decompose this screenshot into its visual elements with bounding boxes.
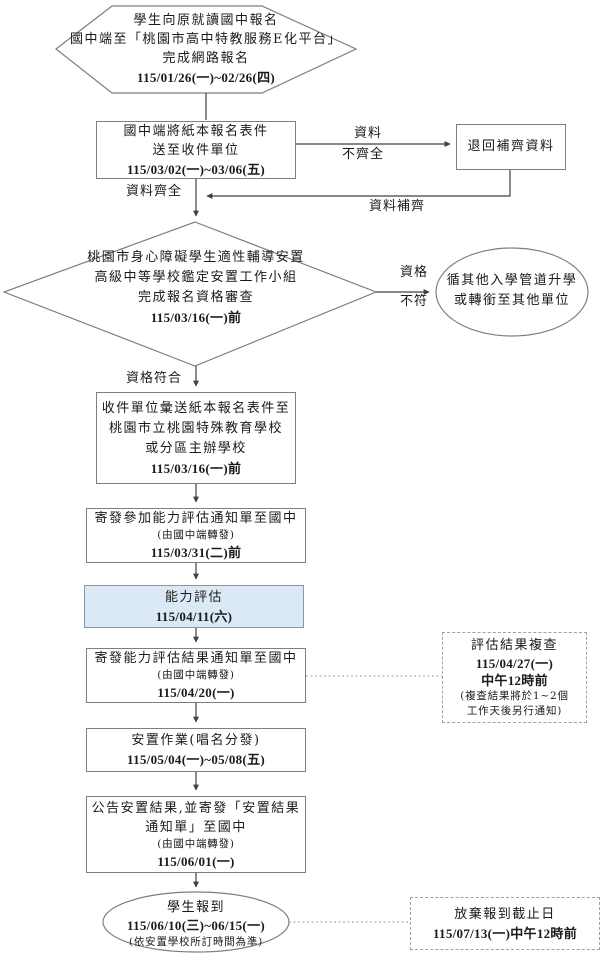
node-text: 通知單」至國中 (145, 819, 247, 835)
node-text: 寄發參加能力評估通知單至國中 (94, 511, 298, 526)
flow-node-announce: 公告安置結果,並寄發「安置結果 通知單」至國中 (由國中端轉發) 115/06/… (86, 796, 306, 873)
node-text: 評估結果複查 (470, 637, 558, 653)
node-text: 安置作業(唱名分發) (131, 733, 261, 748)
edge-label-data-fixed: 資料補齊 (368, 199, 425, 214)
edge-label-not-qualified-2: 不符 (399, 294, 428, 309)
node-date: 115/04/11(六) (155, 608, 233, 624)
edge-label-qualified: 資格符合 (125, 371, 182, 386)
node-note: 工作天後另行通知) (466, 704, 563, 717)
hexagon-register-shape (55, 5, 358, 94)
node-text: 完成報名資格審查 (137, 290, 254, 305)
flow-node-recheck: 評估結果複查 115/04/27(一) 中午12時前 (複查結果將於1~2個 工… (442, 632, 587, 723)
node-text: 國中端至「桃園市高中特教服務E化平台」 (70, 32, 342, 47)
node-text: 送至收件單位 (152, 142, 240, 158)
node-date: 115/01/26(一)~02/26(四) (137, 70, 275, 85)
flow-node-placement: 安置作業(唱名分發) 115/05/04(一)~05/08(五) (86, 728, 306, 772)
flow-node-eval-notice: 寄發參加能力評估通知單至國中 (由國中端轉發) 115/03/31(二)前 (86, 508, 306, 563)
edge-label-data-incomplete-1: 資料 (353, 126, 382, 141)
node-note: (複查結果將於1~2個 (460, 689, 569, 702)
flow-node-review: 桃園市身心障礙學生適性輔導安置 高級中等學校鑑定安置工作小組 完成報名資格審查 … (21, 248, 371, 327)
node-note: (由國中端轉發) (157, 529, 235, 541)
node-text: 國中端將紙本報名表件 (123, 123, 269, 139)
flow-node-ability-eval: 能力評估 115/04/11(六) (84, 585, 304, 628)
node-text: 放棄報到截止日 (454, 906, 556, 922)
flow-node-register: 學生向原就讀國中報名 國中端至「桃園市高中特教服務E化平台」 完成網路報名 11… (56, 11, 356, 87)
node-date: 115/05/04(一)~05/08(五) (127, 752, 265, 767)
flow-node-giveup: 放棄報到截止日 115/07/13(一)中午12時前 (410, 897, 600, 950)
node-text: 學生報到 (166, 900, 225, 915)
edge-label-data-incomplete-2: 不齊全 (341, 147, 384, 162)
flow-node-return-docs: 退回補齊資料 (456, 124, 566, 170)
node-text: 或轉銜至其他單位 (453, 293, 570, 308)
node-text: 桃園市身心障礙學生適性輔導安置 (87, 250, 305, 265)
node-date: 115/04/20(一) (157, 685, 235, 700)
node-text: 退回補齊資料 (467, 139, 555, 154)
node-text: 循其他入學管道升學 (446, 273, 578, 288)
flow-node-submit-paper: 國中端將紙本報名表件 送至收件單位 115/03/02(一)~03/06(五) (96, 121, 296, 179)
node-text: 完成網路報名 (162, 51, 250, 66)
node-text: 能力評估 (164, 589, 223, 605)
node-note: (由國中端轉發) (157, 837, 235, 850)
edge-label-not-qualified-1: 資格 (399, 265, 428, 280)
node-text: 高級中等學校鑑定安置工作小組 (94, 270, 298, 285)
node-note: (由國中端轉發) (157, 669, 235, 681)
node-date: 115/06/10(三)~06/15(一) (127, 918, 265, 933)
node-note: (依安置學校所訂時間為準) (128, 936, 264, 948)
diamond-review-shape (2, 221, 378, 367)
flow-node-eval-result: 寄發能力評估結果通知單至國中 (由國中端轉發) 115/04/20(一) (86, 648, 306, 703)
ellipse-other-path-shape (435, 247, 589, 337)
node-text: 收件單位彙送紙本報名表件至 (101, 400, 291, 416)
node-date: 115/04/27(一) (475, 655, 554, 671)
node-date: 115/03/02(一)~03/06(五) (127, 161, 265, 177)
node-date: 115/03/16(一)前 (150, 310, 242, 325)
connector-return-feedback (206, 170, 511, 199)
node-text: 桃園市立桃園特殊教育學校 (108, 420, 283, 436)
node-text: 或分區主辦學校 (145, 440, 247, 456)
node-text: 寄發能力評估結果通知單至國中 (94, 651, 298, 666)
node-date: 中午12時前 (481, 672, 548, 688)
flow-node-forward-docs: 收件單位彙送紙本報名表件至 桃園市立桃園特殊教育學校 或分區主辦學校 115/0… (96, 392, 296, 484)
flow-node-other-path: 循其他入學管道升學 或轉銜至其他單位 (436, 271, 588, 311)
node-text: 公告安置結果,並寄發「安置結果 (91, 800, 301, 816)
edge-label-data-complete: 資料齊全 (125, 184, 182, 199)
node-date: 115/07/13(一)中午12時前 (432, 925, 578, 941)
node-text: 學生向原就讀國中報名 (133, 13, 279, 28)
node-date: 115/06/01(一) (157, 853, 235, 869)
node-date: 115/03/16(一)前 (150, 460, 242, 476)
flow-node-checkin: 學生報到 115/06/10(三)~06/15(一) (依安置學校所訂時間為準) (101, 899, 291, 950)
node-date: 115/03/31(二)前 (150, 545, 242, 560)
